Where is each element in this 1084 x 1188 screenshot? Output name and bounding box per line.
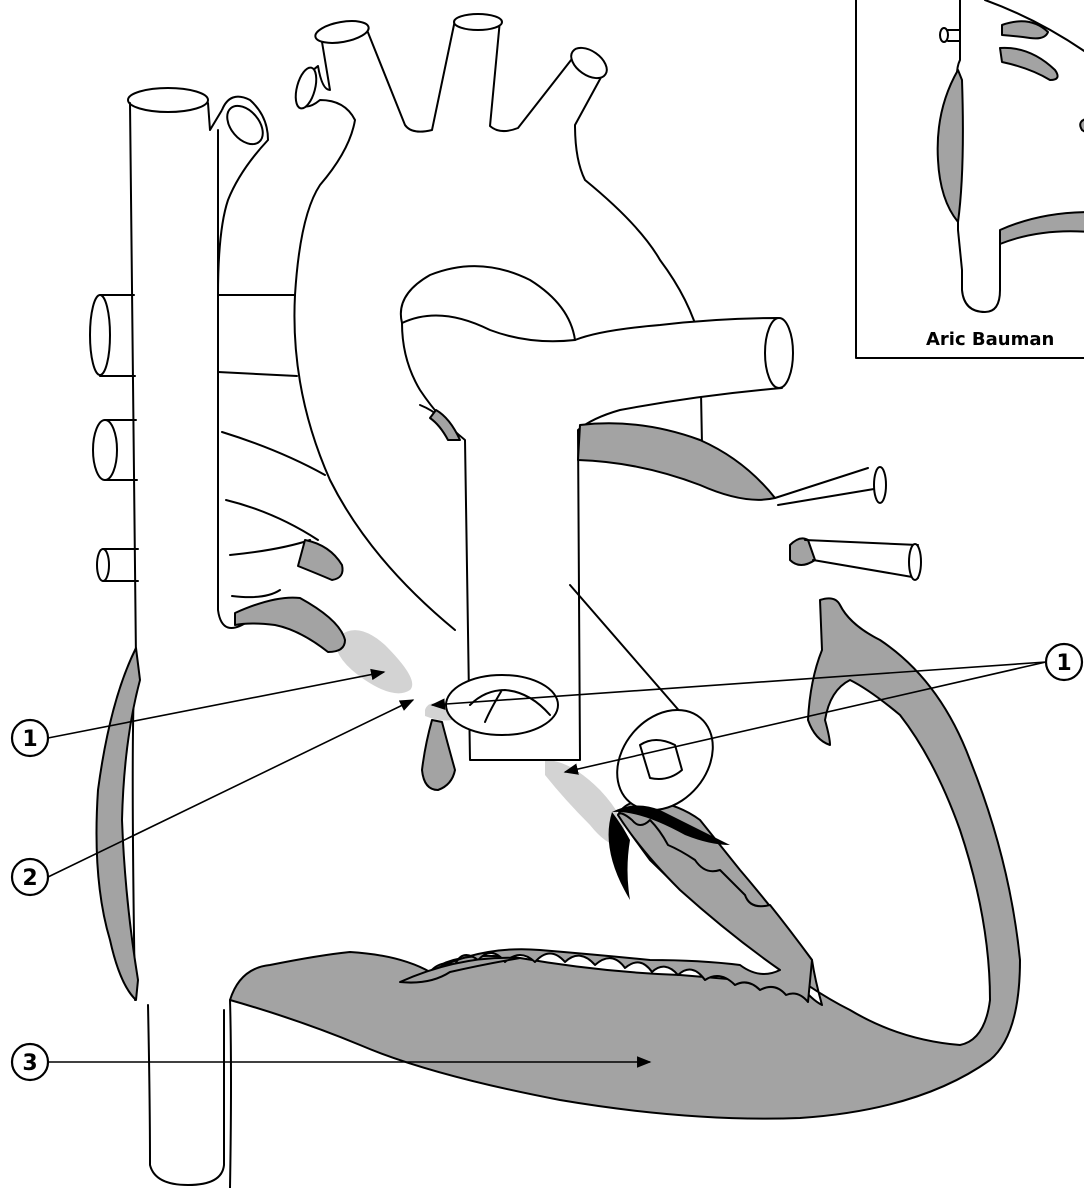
septal-fragment bbox=[422, 720, 455, 790]
left-atrium bbox=[218, 295, 345, 652]
callout-1-left: 1 bbox=[12, 720, 48, 756]
great-vessels bbox=[218, 14, 793, 760]
callout-2: 2 bbox=[12, 859, 48, 895]
left-pulmonary-veins bbox=[90, 295, 138, 581]
highlight-atrial-defect bbox=[335, 630, 412, 693]
callout-number: 3 bbox=[22, 1051, 37, 1076]
callout-3: 3 bbox=[12, 1044, 48, 1080]
callout-1-right: 1 bbox=[1046, 644, 1082, 680]
callout-number: 1 bbox=[1056, 651, 1071, 676]
right-heart-walls bbox=[578, 423, 921, 580]
credit-label: Aric Bauman bbox=[926, 329, 1054, 350]
callout-number: 1 bbox=[22, 727, 37, 752]
inset-heart-thumbnail bbox=[938, 0, 1084, 312]
inset-panel: Aric Bauman bbox=[856, 0, 1084, 358]
leader-arrow-1-left bbox=[48, 672, 384, 738]
callout-number: 2 bbox=[22, 866, 37, 891]
